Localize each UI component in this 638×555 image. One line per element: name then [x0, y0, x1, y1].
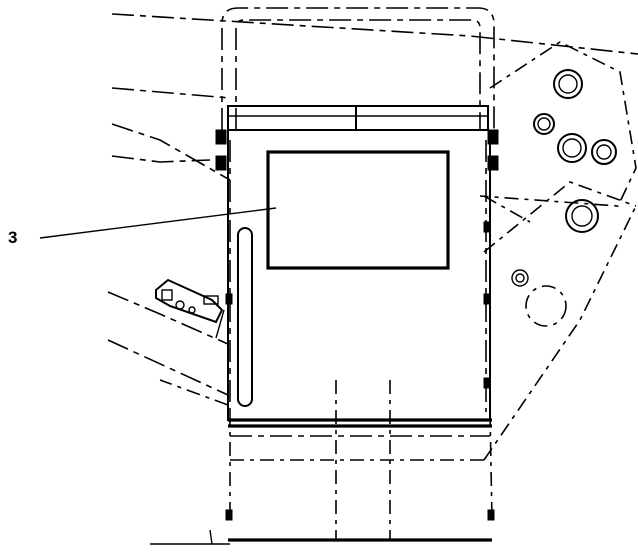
housing-body — [225, 130, 491, 540]
phantom-lines — [107, 13, 638, 521]
window-panel — [266, 150, 450, 270]
top-cap — [227, 105, 489, 131]
bracket-bolts — [511, 69, 617, 327]
base-band — [150, 418, 495, 545]
callout-leader-3 — [39, 207, 277, 239]
callout-number-3: 3 — [8, 228, 18, 247]
carry-handle — [215, 7, 499, 171]
side-latch — [155, 278, 225, 339]
